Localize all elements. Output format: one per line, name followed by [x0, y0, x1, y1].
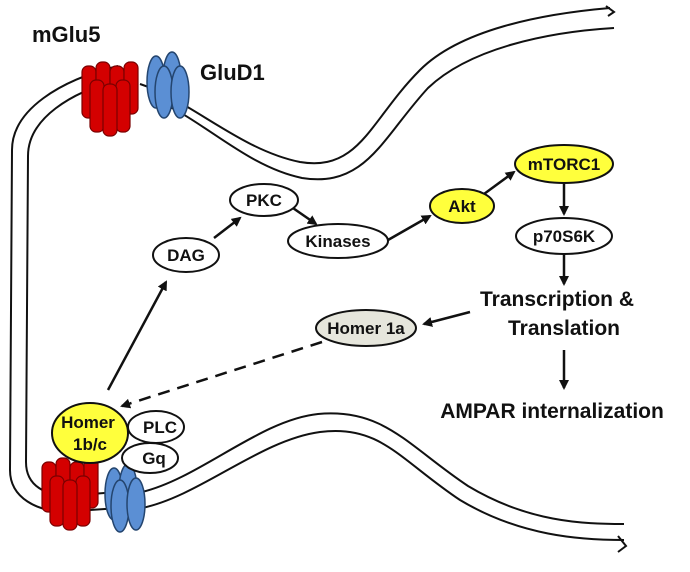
arrow-kinases-to-akt — [387, 214, 432, 242]
ampar-internalization-label: AMPAR internalization — [440, 400, 664, 423]
homer1a-label: Homer 1a — [327, 319, 405, 338]
red-cylinder — [102, 83, 118, 137]
node-mtorc1: mTORC1 — [514, 144, 614, 184]
mglu5-receptor-top — [81, 61, 139, 137]
red-cylinder — [62, 479, 78, 531]
akt-label: Akt — [448, 197, 476, 216]
dag-oval — [152, 237, 220, 273]
blue-oval — [170, 65, 190, 119]
node-dag: DAG — [152, 237, 220, 273]
node-kinases: Kinases — [287, 223, 389, 259]
pathway-arrows — [106, 170, 569, 409]
mglu5-receptor-bottom — [41, 457, 99, 531]
dag-label: DAG — [167, 246, 205, 265]
pkc-label: PKC — [246, 191, 282, 210]
p70s6k-label: p70S6K — [533, 227, 596, 246]
arrow-transcription-to-homer1a — [422, 310, 471, 327]
arrow-homer-to-dag — [106, 280, 168, 391]
node-pkc: PKC — [229, 183, 299, 217]
pkc-oval — [229, 183, 299, 217]
node-homer1a: Homer 1a — [315, 309, 417, 347]
homer1bc-complex: Gq PLC Homer 1b/c — [51, 402, 185, 474]
glud1-label: GluD1 — [200, 60, 265, 85]
transcription-label: Transcription & — [480, 288, 634, 311]
red-cylinder — [115, 79, 131, 133]
membrane-end-bottom — [617, 535, 628, 553]
membrane-inner-bottom — [141, 412, 625, 525]
mtorc1-oval — [514, 144, 614, 184]
arrow-akt-to-mtorc1 — [483, 170, 516, 196]
p70s6k-oval — [515, 217, 613, 255]
homer1a-oval — [315, 309, 417, 347]
homer1bc-label-line1: Homer — [61, 413, 115, 432]
spine-membrane — [8, 5, 628, 553]
glud1-receptor-bottom — [104, 463, 146, 533]
translation-label: Translation — [508, 317, 620, 340]
node-p70s6k: p70S6K — [515, 217, 613, 255]
red-cylinder — [75, 475, 91, 527]
arrow-pkc-to-kinases — [289, 204, 318, 226]
glud1-receptor-top — [146, 51, 190, 119]
red-cylinder — [49, 475, 65, 527]
gq-label: Gq — [142, 449, 166, 468]
membrane-end-top — [605, 5, 616, 17]
node-akt: Akt — [429, 188, 495, 224]
mglu5-label: mGlu5 — [32, 22, 100, 47]
kinases-oval — [287, 223, 389, 259]
mtorc1-label: mTORC1 — [528, 155, 600, 174]
akt-oval — [429, 188, 495, 224]
homer1bc-label-line2: 1b/c — [73, 435, 107, 454]
blue-oval — [126, 477, 146, 531]
arrow-homer1a-to-homer1bc-dashed — [120, 340, 323, 409]
arrow-dag-to-pkc — [213, 216, 242, 239]
membrane-outer-bottom — [141, 429, 625, 541]
red-cylinder — [89, 79, 105, 133]
kinases-label: Kinases — [305, 232, 370, 251]
homer1bc-oval — [51, 402, 129, 464]
plc-label: PLC — [143, 418, 177, 437]
membrane-outer-top — [8, 7, 611, 514]
